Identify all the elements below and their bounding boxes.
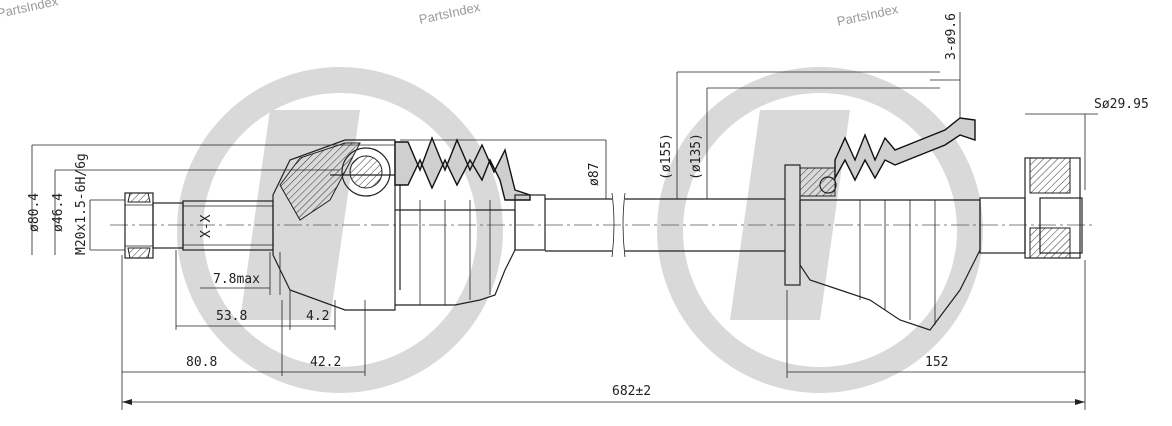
watermark-text: PartsIndex <box>418 0 482 27</box>
dim-152 <box>786 260 1086 410</box>
dim-152-label: 152 <box>925 355 948 370</box>
dim-46-4-label: ø46.4 <box>51 193 66 232</box>
dim-155-label: (ø155) <box>659 133 674 180</box>
dim-holes-label: 3-ø9.6 <box>944 13 959 60</box>
dim-4-2-label: 4.2 <box>306 309 329 324</box>
dim-87-label: ø87 <box>587 163 602 186</box>
dim-135-label: (ø135) <box>689 133 704 180</box>
inner-boot <box>784 117 981 331</box>
watermark-text: PartsIndex <box>0 0 60 21</box>
outer-boot <box>394 136 546 306</box>
dim-7-8 <box>200 252 281 295</box>
dim-53-8-label: 53.8 <box>216 309 247 324</box>
dim-holes <box>930 12 961 118</box>
dim-total <box>122 399 1085 405</box>
dim-total-label: 682±2 <box>612 384 651 399</box>
dim-80-8-label: 80.8 <box>186 355 217 370</box>
watermark-text: PartsIndex <box>836 1 900 29</box>
hub-nut <box>124 192 154 259</box>
dim-46-4 <box>54 169 340 255</box>
dim-7-8-label: 7.8max <box>213 272 260 287</box>
dim-80-4 <box>31 144 395 255</box>
dim-135 <box>706 87 940 199</box>
dim-spline <box>1025 113 1098 190</box>
dim-155 <box>676 71 940 199</box>
dim-42-2-label: 42.2 <box>310 355 341 370</box>
section-label: X-X <box>199 214 214 238</box>
dim-thread <box>89 199 125 251</box>
inner-stub <box>979 157 1083 259</box>
dim-80-4-label: ø80.4 <box>27 193 42 232</box>
dim-53-8 <box>175 250 336 330</box>
dim-thread-label: M20x1.5-6H/6g <box>74 153 89 255</box>
shaft <box>545 192 785 258</box>
dim-87 <box>400 139 607 199</box>
dim-80-8 <box>121 255 366 410</box>
background-logo-right <box>657 67 983 393</box>
dim-spline-label: Sø29.95 <box>1094 97 1149 112</box>
outer-cv-joint <box>272 139 401 311</box>
